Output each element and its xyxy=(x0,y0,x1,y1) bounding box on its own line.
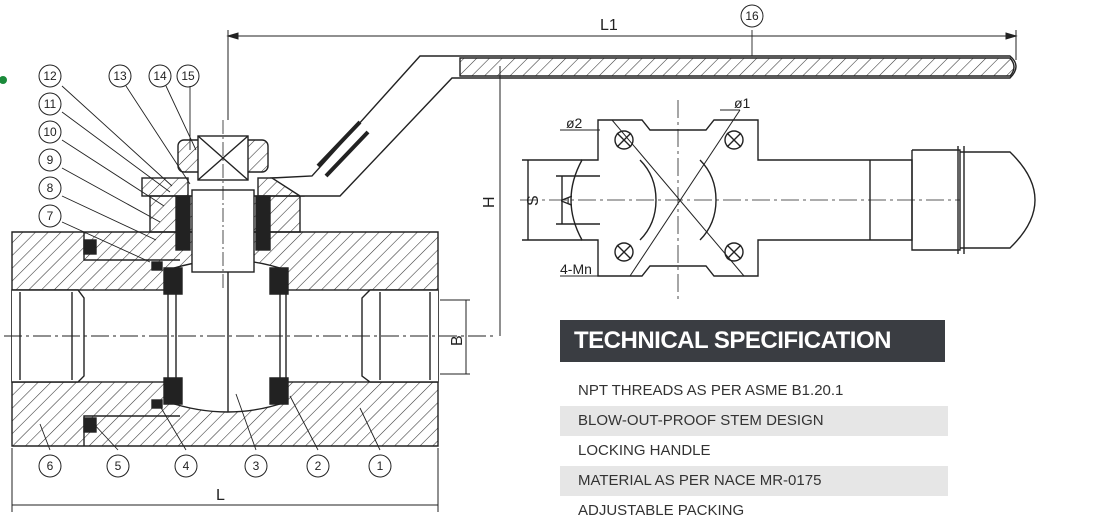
balloon-8: 8 xyxy=(38,176,62,200)
spec-item: MATERIAL AS PER NACE MR-0175 xyxy=(560,466,948,496)
dim-a: A xyxy=(559,195,576,206)
balloon-2: 2 xyxy=(306,454,330,478)
svg-text:13: 13 xyxy=(113,69,127,83)
svg-text:14: 14 xyxy=(153,69,167,83)
callout-phi2: ø2 xyxy=(566,115,583,131)
svg-text:16: 16 xyxy=(745,9,759,23)
balloon-13: 13 xyxy=(108,64,132,88)
balloon-16: 16 xyxy=(740,4,764,28)
balloon-5: 5 xyxy=(106,454,130,478)
svg-text:4: 4 xyxy=(183,459,190,473)
leader-lines xyxy=(39,30,753,451)
svg-text:9: 9 xyxy=(47,153,54,167)
lever-handle xyxy=(269,55,1017,197)
spec-item: NPT THREADS AS PER ASME B1.20.1 xyxy=(578,382,844,399)
dimension-labels: L1 L H S A B ø1 ø2 4-Mn xyxy=(216,17,751,504)
balloon-6: 6 xyxy=(38,454,62,478)
svg-text:10: 10 xyxy=(43,125,57,139)
balloon-7: 7 xyxy=(38,204,62,228)
balloon-12: 12 xyxy=(38,64,62,88)
svg-text:8: 8 xyxy=(47,181,54,195)
svg-text:3: 3 xyxy=(253,459,260,473)
dim-h: H xyxy=(481,196,498,208)
spec-item: BLOW-OUT-PROOF STEM DESIGN xyxy=(560,406,948,436)
balloon-9: 9 xyxy=(38,148,62,172)
svg-text:1: 1 xyxy=(377,459,384,473)
balloon-4: 4 xyxy=(174,454,198,478)
edge-marker xyxy=(0,76,7,84)
svg-text:5: 5 xyxy=(115,459,122,473)
technical-specification-panel: TECHNICAL SPECIFICATION NPT THREADS AS P… xyxy=(560,320,948,526)
callout-mounting: 4-Mn xyxy=(560,261,592,277)
svg-text:2: 2 xyxy=(315,459,322,473)
valve-body xyxy=(4,231,496,447)
dim-l: L xyxy=(216,487,225,504)
svg-text:12: 12 xyxy=(43,69,57,83)
spec-list: NPT THREADS AS PER ASME B1.20.1 BLOW-OUT… xyxy=(560,376,948,526)
balloon-15: 15 xyxy=(176,64,200,88)
svg-text:6: 6 xyxy=(47,459,54,473)
dimension-lines xyxy=(11,30,1018,512)
balloon-3: 3 xyxy=(244,454,268,478)
balloon-14: 14 xyxy=(148,64,172,88)
balloon-10: 10 xyxy=(38,120,62,144)
svg-text:7: 7 xyxy=(47,209,54,223)
callout-phi1: ø1 xyxy=(734,95,751,111)
part-balloons: 1 2 3 4 5 6 7 8 9 10 11 12 13 14 15 16 xyxy=(38,4,764,478)
balloon-1: 1 xyxy=(368,454,392,478)
svg-text:11: 11 xyxy=(44,97,57,111)
spec-item: ADJUSTABLE PACKING xyxy=(578,502,745,519)
top-view xyxy=(520,100,1036,300)
spec-title: TECHNICAL SPECIFICATION xyxy=(560,320,945,362)
dim-s: S xyxy=(525,195,542,206)
ball-valve-drawing: L1 L H S A B ø1 ø2 4-Mn 1 2 3 4 5 6 7 8 … xyxy=(0,4,1036,512)
spec-item: LOCKING HANDLE xyxy=(578,442,711,459)
dim-l1: L1 xyxy=(600,17,618,34)
svg-text:15: 15 xyxy=(181,69,195,83)
balloon-11: 11 xyxy=(38,92,62,116)
dim-b: B xyxy=(449,335,466,346)
